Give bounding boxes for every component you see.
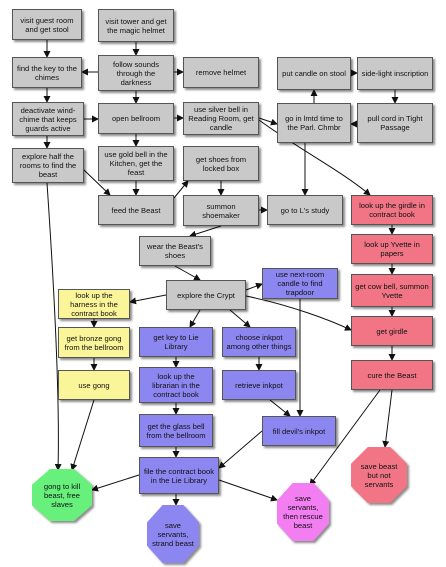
connector-arrow	[70, 399, 95, 471]
node-file-contract-book: file the contract book in the Lie Librar…	[139, 457, 219, 494]
connector-arrow	[174, 265, 201, 281]
connector-arrow	[218, 479, 278, 502]
connector-arrow	[129, 294, 167, 305]
node-get-girdle: get girdle	[351, 316, 433, 346]
connector-arrow	[83, 169, 111, 196]
ending-gong-kill-beast-label: gong to kill beast, free slaves	[32, 469, 92, 521]
node-use-silver-bell: use silver bell in Reading Room, get can…	[183, 102, 259, 135]
node-go-ls-study: go to L's study	[267, 195, 343, 225]
connector-arrow	[189, 225, 222, 238]
node-get-shoes: get shoes from locked box	[183, 146, 259, 181]
node-remove-helmet: remove helmet	[183, 57, 259, 88]
node-use-gong: use gong	[58, 370, 130, 400]
connector-arrow	[229, 309, 251, 328]
connector-arrow	[258, 117, 278, 126]
node-feed-beast: feed the Beast	[98, 195, 174, 225]
node-explore-half-rooms: explore half the rooms to find the beast	[12, 148, 84, 183]
ending-strand-beast-label: save servants, strand beast	[147, 505, 199, 563]
node-wear-shoes: wear the Beast's shoes	[139, 236, 211, 266]
ending-save-beast-label: save beast but not servants	[351, 447, 407, 503]
connector-arrow	[173, 180, 189, 199]
connector-arrow	[269, 399, 291, 417]
ending-gong-kill-beast: gong to kill beast, free slaves	[32, 469, 92, 521]
node-get-cow-bell: get cow bell, summon Yvette	[351, 274, 433, 307]
node-get-glass-bell: get the glass bell from the bellroom	[139, 414, 213, 447]
ending-rescue-beast-label: save servants, then rescue beast	[277, 483, 329, 541]
node-find-key-chimes: find the key to the chimes	[12, 57, 82, 88]
node-visit-tower: visit tower and get the magic helmet	[98, 9, 174, 42]
node-look-up-harness: look up the harness in the contract book	[58, 289, 130, 319]
connector-arrow	[245, 295, 352, 331]
connector-arrow	[382, 389, 393, 448]
node-fill-devils-inkpot: fill devil's inkpot	[262, 416, 336, 446]
node-put-candle-on-stool: put candle on stool	[277, 57, 351, 90]
connector-arrow	[309, 389, 381, 486]
connector-arrow	[46, 182, 62, 471]
node-look-up-girdle: look up the girdle in contract book	[351, 195, 433, 225]
node-visit-guest-room: visit guest room and get stool	[12, 9, 82, 40]
node-use-gold-bell: use gold bell in the Kitchen, get the fe…	[98, 146, 174, 181]
node-look-up-yvette: look up Yvette in papers	[351, 234, 433, 264]
node-explore-crypt: explore the Crypt	[166, 280, 246, 310]
connector-arrow	[258, 119, 371, 196]
node-follow-sounds: follow sounds through the darkness	[98, 55, 174, 91]
node-summon-shoemaker: summon shoemaker	[183, 195, 259, 226]
node-get-bronze-gong: get bronze gong from the bellroom	[58, 327, 130, 358]
ending-rescue-beast: save servants, then rescue beast	[277, 483, 329, 541]
node-go-parl-chmbr: go in lmtd time to the Parl. Chmbr	[277, 103, 351, 143]
ending-save-beast: save beast but not servants	[351, 447, 407, 503]
node-deactivate-wind-chime: deactivate wind-chime that keeps guards …	[12, 102, 84, 136]
node-choose-inkpot: choose inkpot among other things	[222, 327, 296, 357]
connector-arrow	[91, 474, 140, 492]
node-look-up-librarian: look up the librarian in the contract bo…	[139, 367, 213, 403]
connector-arrow	[189, 309, 201, 328]
node-cure-beast: cure the Beast	[351, 360, 433, 390]
node-get-key-lie-library: get key to Lie Library	[139, 327, 213, 357]
node-use-next-room-candle: use next-room candle to find trapdoor	[262, 268, 338, 299]
connector-arrow	[245, 282, 263, 291]
node-pull-cord: pull cord in Tight Passage	[357, 103, 433, 143]
connector-arrow	[218, 430, 263, 469]
ending-strand-beast: save servants, strand beast	[147, 505, 199, 563]
node-side-light-inscription: side-light inscription	[357, 57, 433, 90]
node-retrieve-inkpot: retrieve inkpot	[222, 370, 296, 400]
node-open-bellroom: open bellroom	[98, 103, 174, 134]
